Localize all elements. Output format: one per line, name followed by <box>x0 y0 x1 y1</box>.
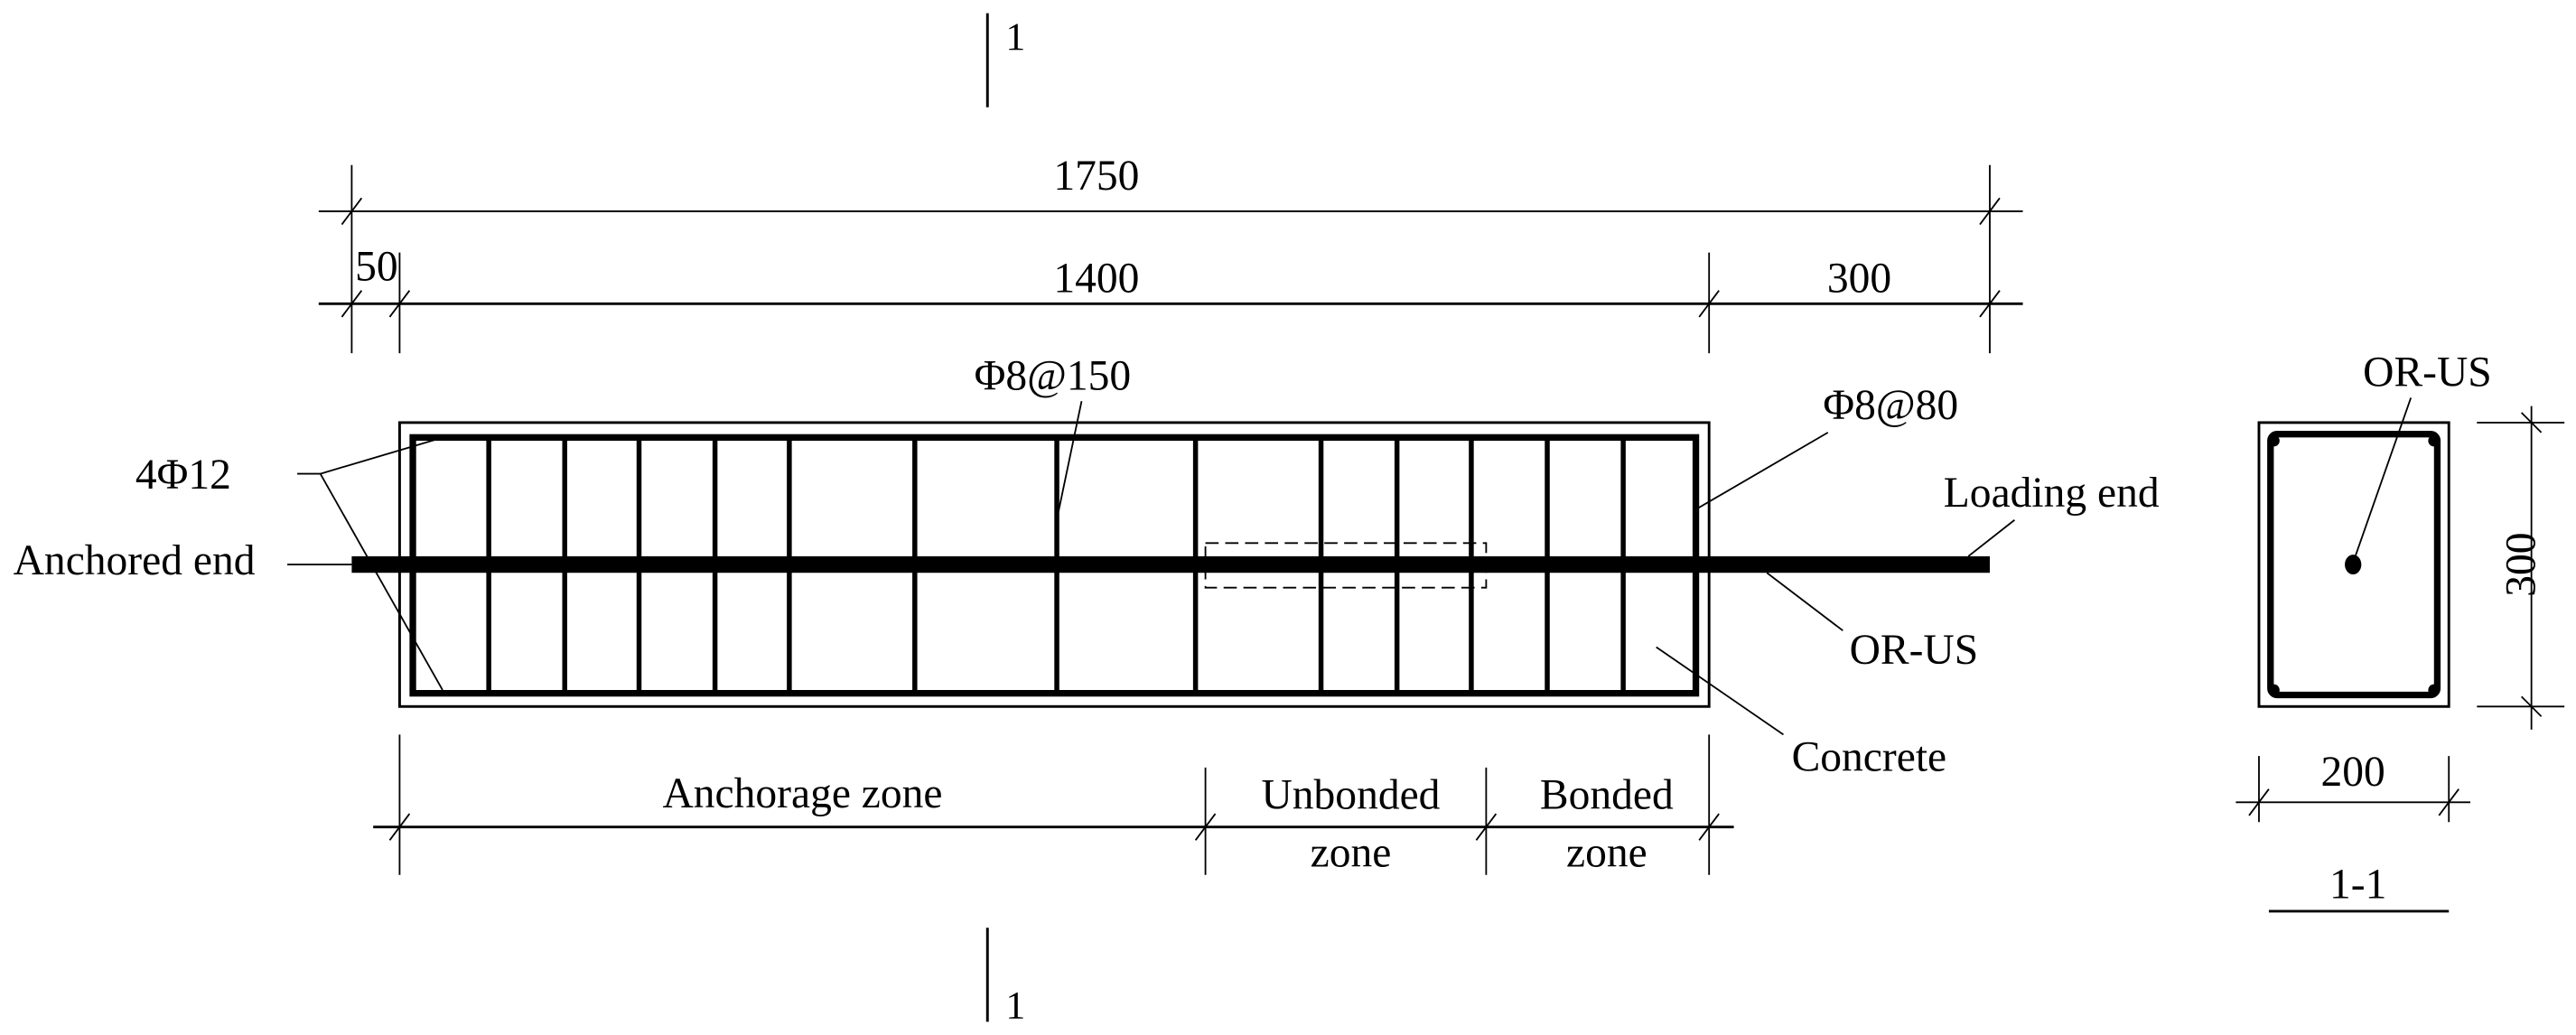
callout-or-us: OR-US <box>1766 572 1979 674</box>
beam-elevation <box>351 421 1990 708</box>
dimension-row-second: 50 1400 300 <box>318 244 2023 354</box>
dimension-cover-text: 50 <box>355 244 398 291</box>
section-width-text: 200 <box>2321 749 2385 796</box>
label-4phi12: 4Φ12 <box>135 452 231 499</box>
label-concrete: Concrete <box>1792 734 1947 781</box>
section-mark-top: 1 <box>985 13 1025 107</box>
zone-bonded-label-2: zone <box>1566 830 1647 877</box>
callout-anchored-end: Anchored end <box>14 537 352 584</box>
label-loading-end: Loading end <box>1944 470 2160 517</box>
callout-concrete: Concrete <box>1656 646 1947 781</box>
section-mark-top-label: 1 <box>1005 15 1025 59</box>
dimension-embedded-text: 1400 <box>1053 256 1139 303</box>
section-stirrup <box>2267 431 2441 699</box>
dimension-free-length-text: 300 <box>1827 256 1891 303</box>
cross-section-1-1: OR-US 300 200 1-1 <box>2235 350 2565 913</box>
section-mark-bottom-label: 1 <box>1005 984 1025 1028</box>
corner-bar-tl <box>2268 434 2280 447</box>
dimension-overall-text: 1750 <box>1053 153 1139 200</box>
unbonded-sleeve <box>1204 542 1488 589</box>
or-us-bar <box>351 555 1990 573</box>
label-phi8-at-150: Φ8@150 <box>975 352 1132 399</box>
corner-bar-tr <box>2428 434 2441 447</box>
label-phi8-at-80: Φ8@80 <box>1823 382 1958 429</box>
callout-stirrup-80: Φ8@80 <box>1696 382 1958 509</box>
section-height-text: 300 <box>2497 532 2544 596</box>
label-anchored-end: Anchored end <box>14 537 256 584</box>
label-or-us: OR-US <box>1850 627 1979 674</box>
callout-stirrup-150: Φ8@150 <box>975 352 1132 512</box>
section-mark-bottom: 1 <box>985 928 1025 1028</box>
zone-unbonded-label-2: zone <box>1311 830 1392 877</box>
section-or-us-bar <box>2345 555 2362 575</box>
corner-bar-br <box>2428 684 2441 696</box>
zone-dimensions: Anchorage zone Unbonded zone Bonded zone <box>373 734 1734 877</box>
callout-longitudinal-rebar: 4Φ12 <box>135 438 443 691</box>
zone-anchorage-label: Anchorage zone <box>662 770 942 817</box>
section-concrete-outline <box>2257 421 2450 708</box>
section-title: 1-1 <box>2329 861 2386 908</box>
callout-loading-end: Loading end <box>1944 470 2160 557</box>
dimension-overall-1750: 1750 <box>318 153 2023 354</box>
corner-bar-bl <box>2268 684 2280 696</box>
zone-unbonded-label: Unbonded <box>1261 772 1440 819</box>
section-or-us-label: OR-US <box>2363 350 2492 396</box>
zone-bonded-label: Bonded <box>1540 772 1674 819</box>
